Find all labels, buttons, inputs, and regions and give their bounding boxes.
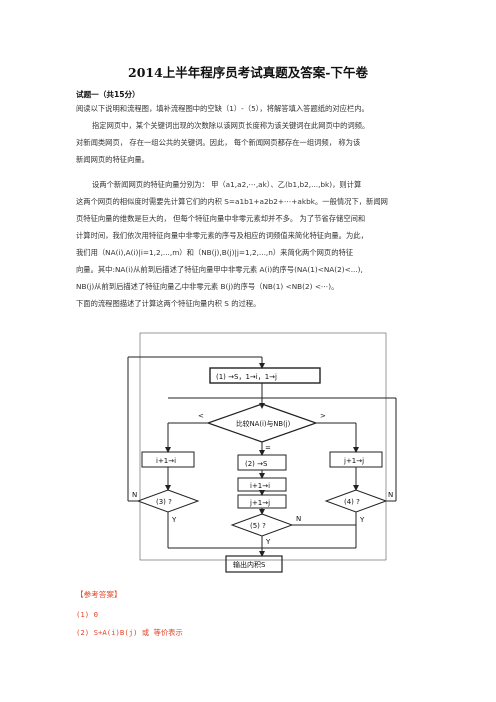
question-heading: 试题一（共15分） [76, 90, 140, 99]
answer-line: (1) 0 [76, 610, 98, 619]
diamond-4-text: (4) ? [344, 498, 360, 506]
paragraph-line: 下面的流程图描述了计算这两个特征向量内积 S 的过程。 [76, 299, 261, 308]
paragraph-line: 新闻网页的特征向量。 [76, 155, 149, 164]
diamond-5-text: (5) ? [250, 522, 266, 530]
paragraph-line: 阅读以下说明和流程图，填补流程图中的空缺（1）-（5），将解答填入答题纸的对应栏… [76, 104, 369, 113]
answer-line: (2) S+A(i)B(j) 或 等价表示 [76, 628, 183, 637]
paragraph-line: 对新闻类网页， 存在一组公共的关键词。因此， 每个新闻网页都存在一组词频， 称为… [76, 138, 361, 147]
label-n-left: N [132, 491, 137, 499]
label-y-left: Y [171, 516, 177, 524]
output-box [225, 555, 283, 573]
paragraph-line: 计算时间，我们依次用特征向量中非零元素的序号及相应的词频值来简化特征向量。为此， [76, 231, 368, 240]
label-y-mid: Y [265, 538, 271, 546]
label-n-mid: N [296, 515, 301, 523]
output-text: 输出内积S [233, 560, 266, 569]
label-n-right: N [388, 491, 393, 499]
paragraph-line: 页特征向量的维数是巨大的， 但每个特征向量中非零元素却并不多。 为了节省存储空间… [76, 214, 366, 223]
i-increment-text-2: i+1→i [250, 482, 270, 490]
paragraph-line: 指定网页中，某个关键词出现的次数除以该网页长度称为该关键词在此网页中的词频。 [92, 121, 370, 130]
answer-title: 【参考答案】 [76, 590, 122, 599]
j-increment-text: j+1→j [343, 457, 364, 465]
paragraph-line: 向量。其中:NA(i)从前到后描述了特征向量甲中非零元素 A(i)的序号(NA(… [76, 265, 363, 274]
j-increment-text-2: j+1→j [249, 499, 270, 507]
diamond-3-text: (3) ? [156, 498, 172, 506]
branch-gt: > [320, 412, 326, 420]
paragraph-line: NB(j)从前到后描述了特征向量乙中非零元素 B(j)的序号（NB(1) <NB… [76, 282, 339, 291]
paragraph-line: 我们用（NA(i),A(i)|i=1,2,...,m）和（NB(j),B(j)|… [76, 248, 354, 257]
i-increment-text: i+1→i [156, 457, 176, 465]
branch-lt: < [198, 412, 204, 420]
paragraph-line: 这两个网页的相似度时需要先计算它们的内积 S=a1b1+a2b2+⋯+akbk。… [76, 197, 388, 206]
label-y-right: Y [359, 516, 365, 524]
s-update-text: (2) →S [245, 460, 268, 468]
init-box-text: (1) →S，1→i，1→j [216, 373, 277, 381]
branch-eq: = [265, 444, 271, 452]
page-title: 2014上半年程序员考试真题及答案-下午卷 [128, 65, 368, 80]
compare-text: 比较NA(i)与NB(j) [236, 419, 291, 428]
paragraph-line: 设两个新闻网页的特征向量分别为： 甲（a1,a2,⋯,ak）、乙(b1,b2,.… [92, 180, 362, 189]
init-box [209, 367, 321, 384]
